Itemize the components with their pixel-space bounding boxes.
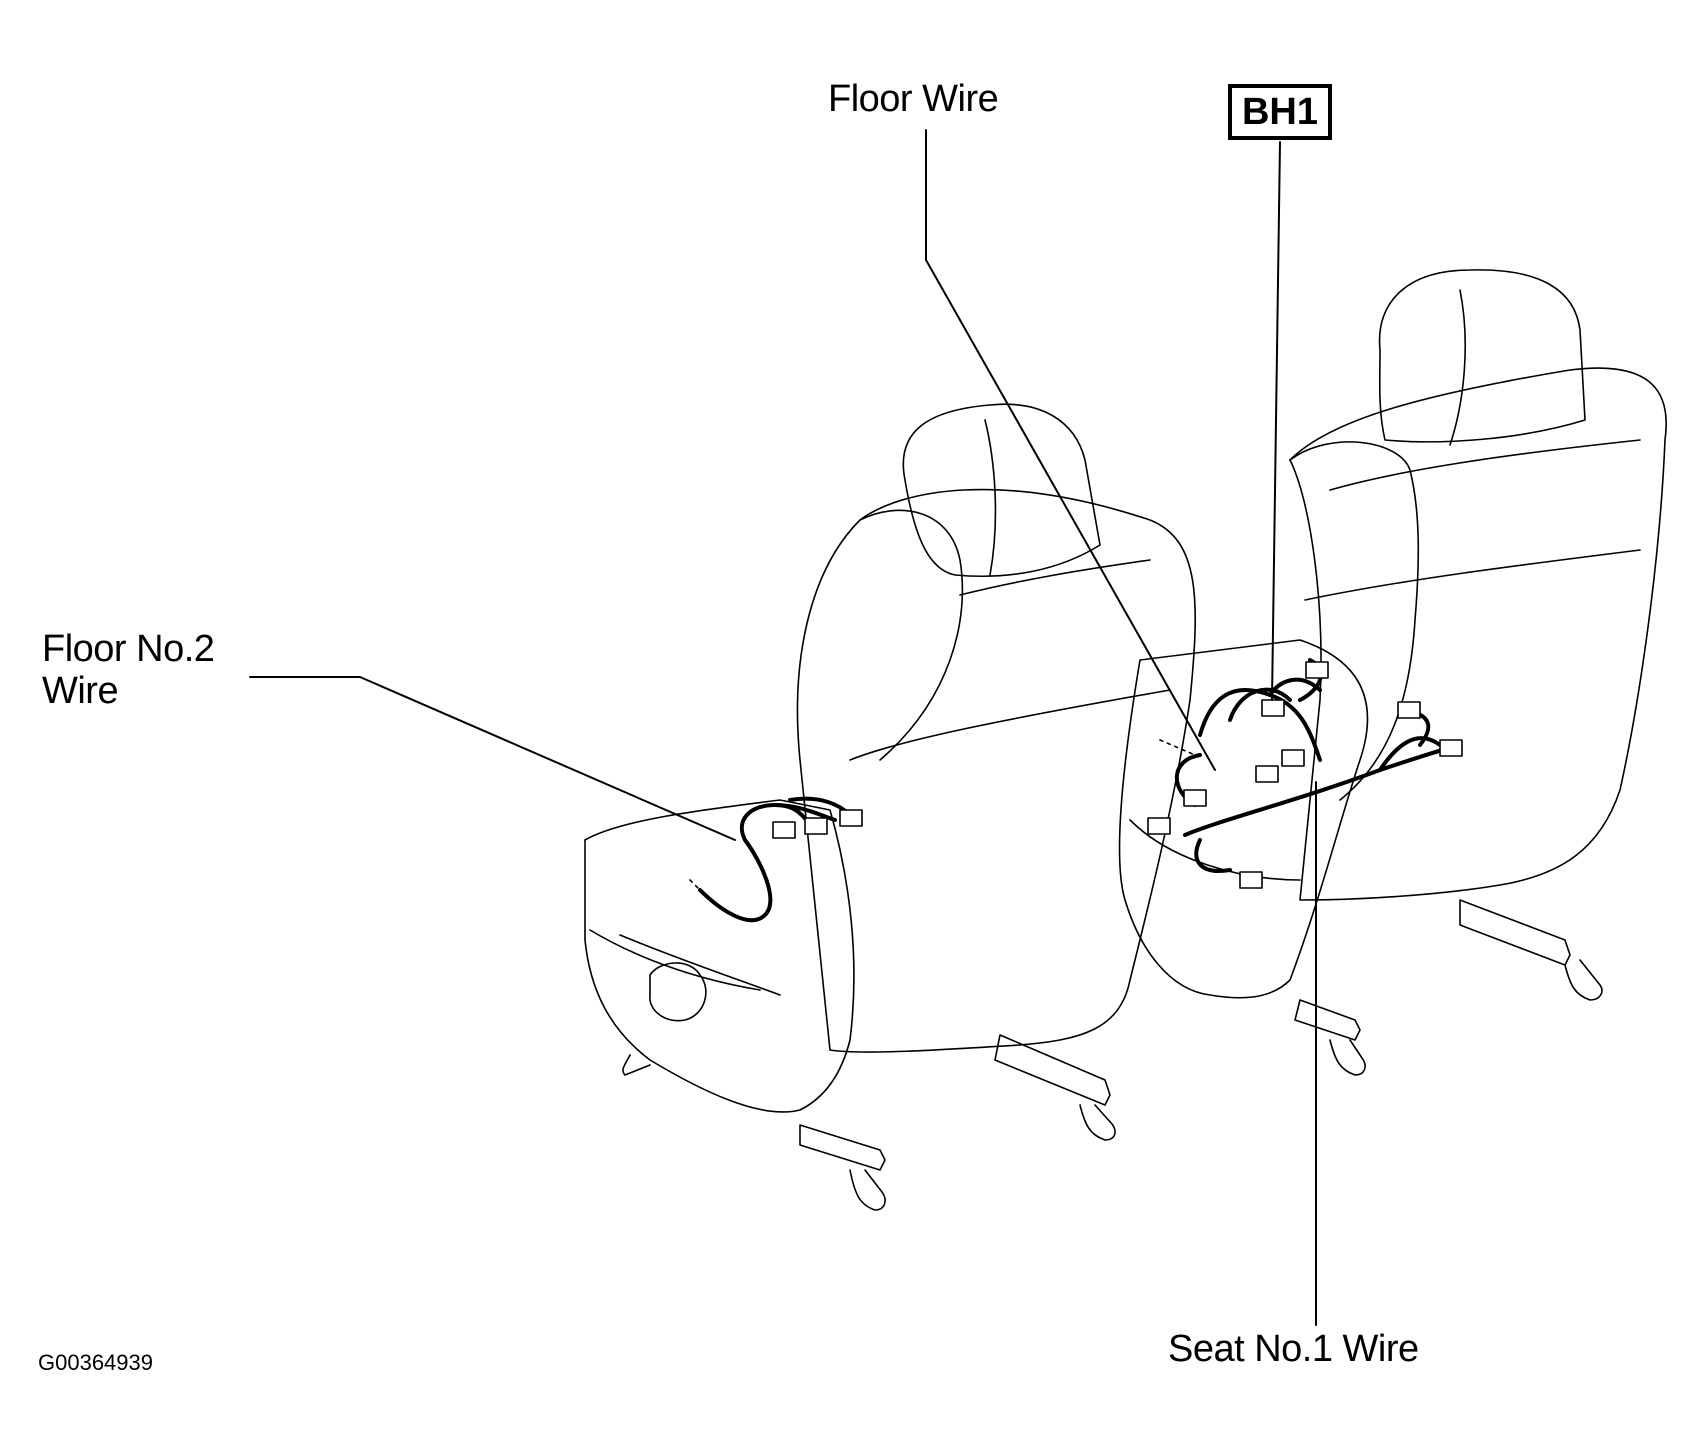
connector — [1439, 739, 1463, 757]
seat-no1-wire-harness — [1183, 743, 1462, 837]
connector — [839, 809, 863, 827]
floor-no2-wire-leader — [249, 676, 736, 841]
left-seat-headrest — [902, 403, 1101, 578]
left-seat-harness — [689, 796, 863, 923]
right-seat-cushion — [1118, 639, 1369, 999]
connector — [804, 817, 828, 835]
connector — [1183, 789, 1207, 807]
figure-id: G00364939 — [38, 1350, 153, 1375]
bh1-connector-code: BH1 — [1228, 84, 1332, 140]
bh1-leader — [1271, 141, 1281, 701]
right-seat-back — [1289, 367, 1667, 901]
floor-no2-wire-label: Floor No.2 Wire — [42, 628, 215, 712]
leader-lines — [249, 129, 1317, 1326]
floor-wire-label: Floor Wire — [828, 78, 999, 120]
floor-no2-wire-label-line2: Wire — [42, 670, 119, 712]
floor-wire-leader — [925, 129, 1216, 771]
connector — [1239, 871, 1263, 889]
seat-no1-wire-label: Seat No.1 Wire — [1168, 1328, 1419, 1370]
right-seat — [1118, 269, 1667, 1076]
connector — [1281, 749, 1305, 767]
connector — [1255, 765, 1279, 783]
bh1-connector — [1261, 699, 1285, 717]
left-seat-cushion — [584, 799, 855, 1113]
connector — [1305, 661, 1329, 679]
seat-adjuster-knob — [649, 962, 707, 1022]
left-seat — [584, 403, 1196, 1211]
connector — [1397, 701, 1421, 719]
left-seat-back — [796, 488, 1196, 1053]
right-seat-harness — [1147, 658, 1463, 889]
floor-no2-wire-label-line1: Floor No.2 — [42, 628, 215, 670]
connector — [772, 821, 796, 839]
connector — [1147, 817, 1171, 835]
right-seat-headrest — [1378, 269, 1586, 443]
